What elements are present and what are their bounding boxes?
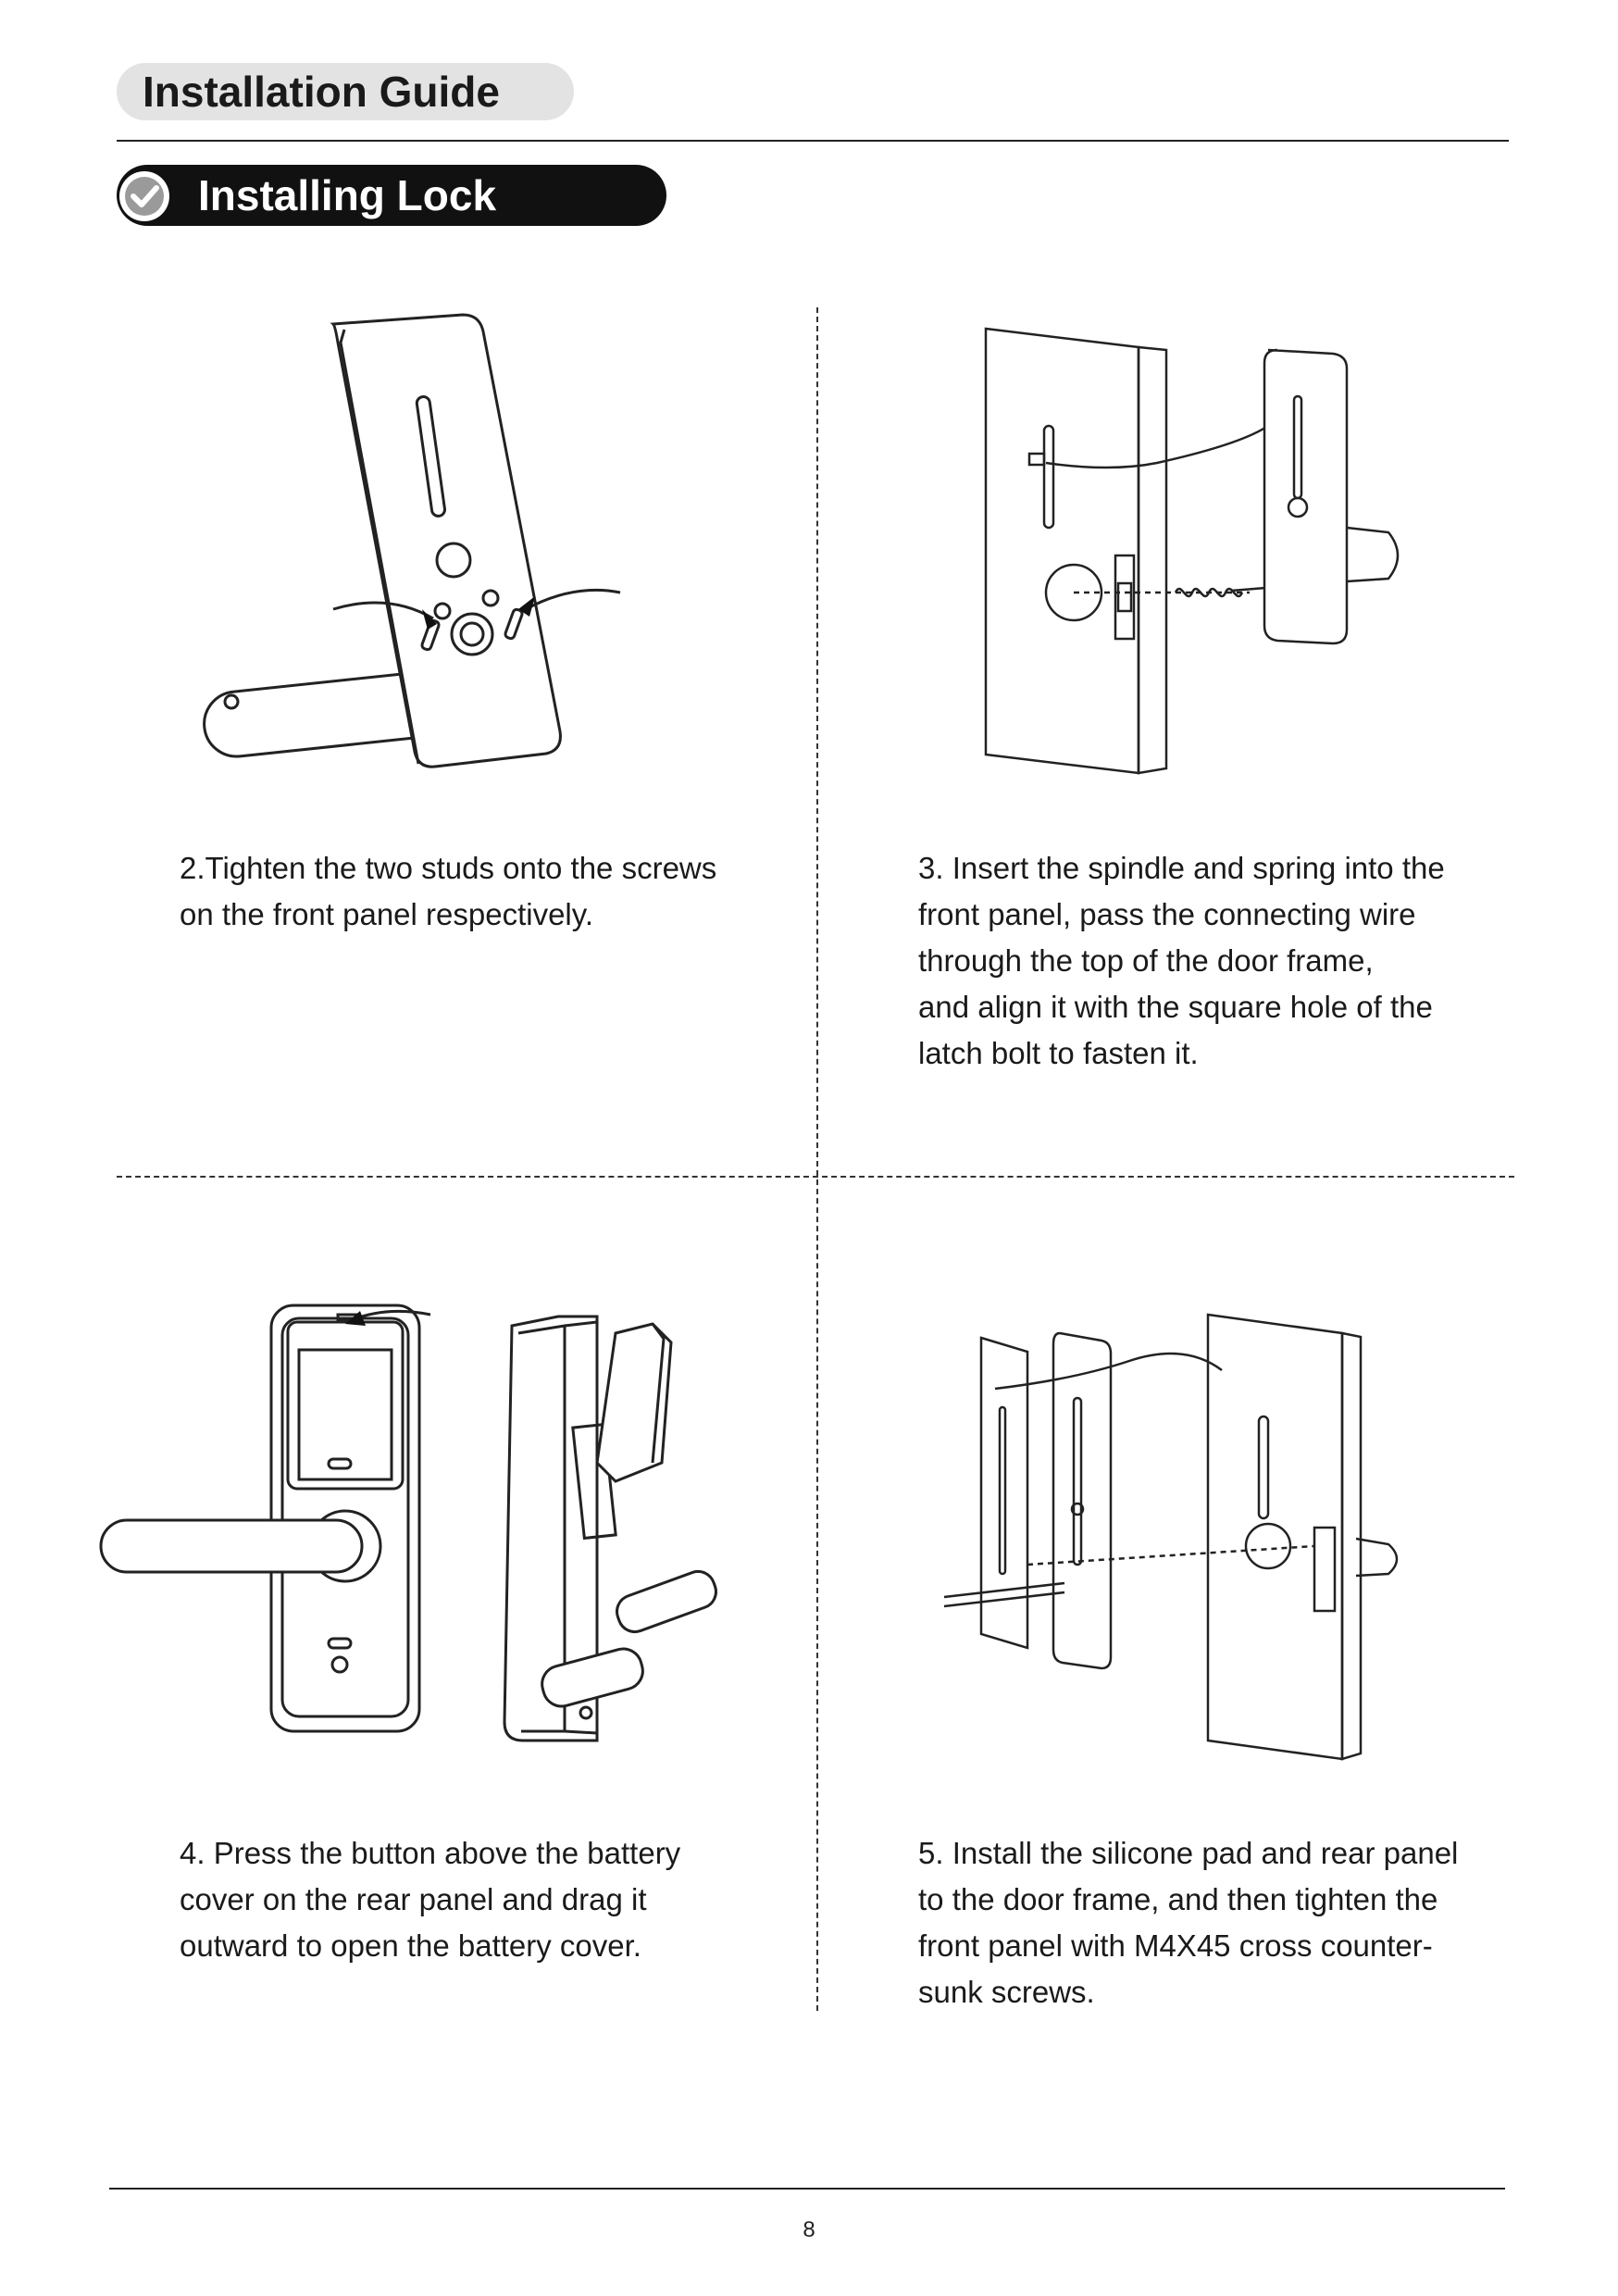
section-title: Installing Lock [198,171,497,219]
step-5-line: 5. Install the silicone pad and rear pan… [918,1836,1459,1870]
step-3-line: through the top of the door frame, [918,943,1374,978]
step-3-line: front panel, pass the connecting wire [918,897,1416,931]
header-pill [117,63,574,120]
step-2-line: on the front panel respectively. [180,897,593,931]
figure-spindle-door [984,327,1400,775]
step-4-text: 4. Press the button above the battery co… [180,1830,680,1969]
step-3-text: 3. Insert the spindle and spring into th… [918,845,1445,1077]
step-4-line: 4. Press the button above the battery [180,1836,681,1870]
section-pill [117,165,666,226]
figure-battery-cover [99,1304,717,1742]
figure-rear-panel-assembly [943,1313,1399,1761]
vertical-dashed-divider [816,307,818,2011]
check-circle-icon [119,171,169,221]
step-5-line: to the door frame, and then tighten the [918,1882,1438,1916]
step-4-line: outward to open the battery cover. [180,1928,641,1963]
step-3-line: and align it with the square hole of the [918,990,1433,1024]
step-3-line: latch bolt to fasten it. [918,1036,1199,1070]
page-number: 8 [803,2217,815,2242]
step-2-line: 2.Tighten the two studs onto the screws [180,851,717,885]
footer-divider [109,2188,1505,2190]
step-3-line: 3. Insert the spindle and spring into th… [918,851,1445,885]
step-5-line: front panel with M4X45 cross counter- [918,1928,1433,1963]
step-2-text: 2.Tighten the two studs onto the screws … [180,845,716,938]
step-4-line: cover on the rear panel and drag it [180,1882,647,1916]
figure-front-panel-studs [203,313,621,768]
step-5-line: sunk screws. [918,1975,1095,2009]
step-5-text: 5. Install the silicone pad and rear pan… [918,1830,1458,2015]
horizontal-dashed-divider [117,1176,1514,1178]
page-header-title: Installation Guide [143,68,500,116]
header-divider [117,140,1509,142]
